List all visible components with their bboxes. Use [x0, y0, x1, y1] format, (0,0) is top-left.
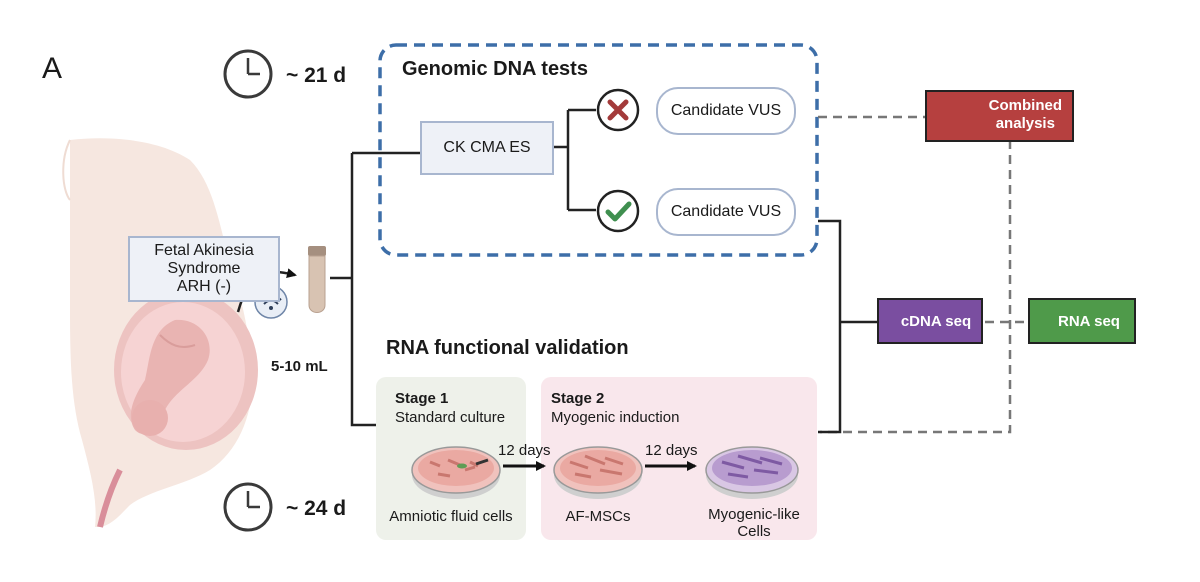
diagnosis-box: Fetal Akinesia Syndrome ARH (-) [128, 236, 280, 302]
cells-2-label: AF-MSCs [565, 508, 631, 525]
cells-3-label: Myogenic-like Cells [695, 506, 813, 540]
diagnosis-line-1: Fetal Akinesia [154, 242, 254, 259]
cells-3-line-1: Myogenic-like [708, 506, 800, 523]
sample-volume-label: 5-10 mL [271, 358, 328, 375]
cells-3-line-2: Cells [737, 523, 771, 540]
interval-2-label: 12 days [645, 442, 698, 459]
diagnosis-line-2: Syndrome [167, 260, 241, 277]
combined-label-line-1: Combined [988, 97, 1062, 114]
clock-icon-top [223, 49, 273, 99]
check-icon [596, 189, 640, 233]
petri-dish-icon-2 [553, 446, 643, 499]
combined-analysis-box: Combined analysis [925, 90, 1074, 142]
end-time-label: ~ 24 d [286, 497, 347, 520]
genomic-title: Genomic DNA tests [402, 58, 588, 80]
stage1-title: Stage 1 [395, 390, 449, 407]
clock-icon-bottom [223, 482, 273, 532]
cdna-seq-box: cDNA seq [877, 298, 983, 344]
cdna-seq-label: cDNA seq [900, 312, 972, 330]
combined-label-line-2: analysis [995, 115, 1055, 132]
start-time-label: ~ 21 d [286, 64, 347, 87]
sample-tube-icon [308, 246, 326, 313]
rna-seq-label: RNA seq [1058, 312, 1120, 330]
stage1-subtitle: Standard culture [395, 409, 506, 426]
petri-dish-icon-1 [411, 446, 501, 499]
rna-title: RNA functional validation [386, 337, 629, 359]
stage2-subtitle: Myogenic induction [551, 409, 680, 426]
genomic-tests-box: CK CMA ES [420, 121, 554, 175]
cross-icon [596, 88, 640, 132]
interval-1-label: 12 days [498, 442, 551, 459]
stage2-title: Stage 2 [551, 390, 605, 407]
stage2-panel [541, 377, 817, 540]
result-positive-pill: Candidate VUS [656, 188, 796, 236]
genomic-box-border [378, 43, 819, 257]
cells-1-label: Amniotic fluid cells [389, 508, 513, 525]
rna-seq-box: RNA seq [1028, 298, 1136, 344]
combined-analysis-label: Combined analysis [989, 97, 1062, 133]
pregnant-figure [62, 138, 258, 528]
diagnosis-line-3: ARH (-) [176, 278, 232, 295]
result-negative-pill: Candidate VUS [656, 87, 796, 135]
panel-letter: A [42, 52, 63, 85]
petri-dish-icon-3 [705, 446, 799, 499]
